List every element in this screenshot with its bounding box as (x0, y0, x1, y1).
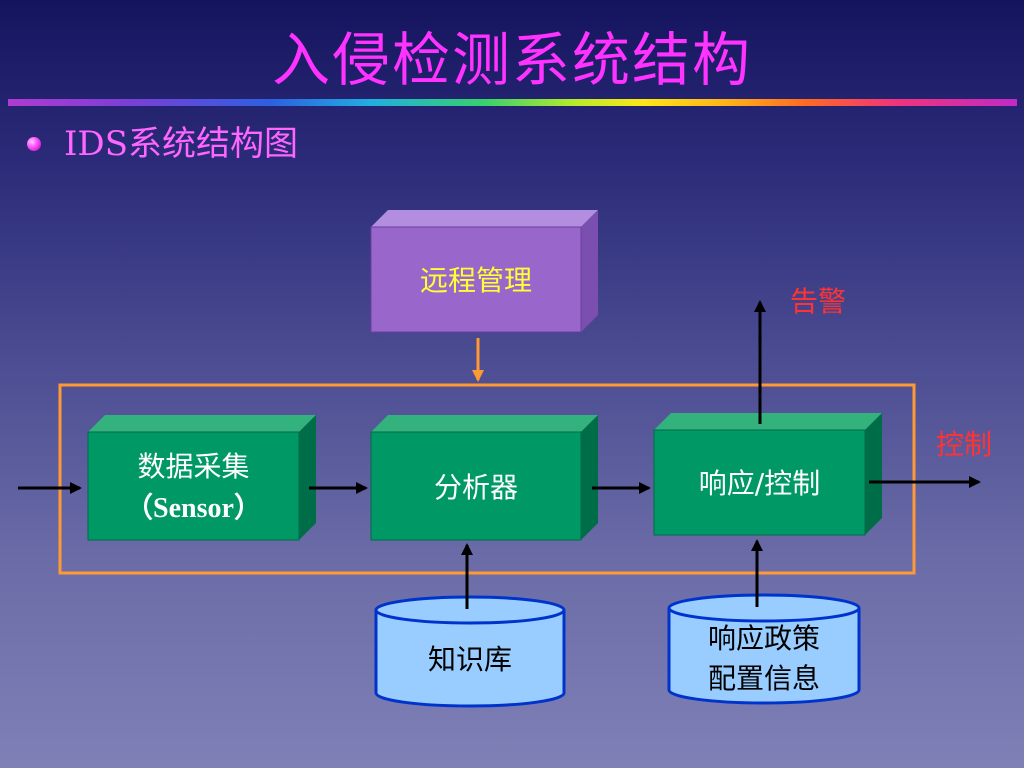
analyzer-box (370, 415, 598, 541)
data-collection-label: 数据采集 (137, 450, 250, 483)
policy-config-label-line1: 响应政策 (707, 622, 820, 655)
remote-management-label: 远程管理 (419, 264, 532, 297)
policy-config-label-line2: 配置信息 (707, 662, 820, 695)
policy-config-cylinder (667, 593, 861, 705)
sensor-label: （Sensor） (125, 493, 262, 524)
ids-frame (58, 383, 916, 575)
knowledge-base-label: 知识库 (427, 643, 512, 676)
alarm-label: 告警 (789, 285, 846, 318)
knowledge-base-cylinder (374, 595, 566, 708)
response-control-box (653, 413, 882, 536)
control-label: 控制 (935, 428, 992, 461)
analyzer-label: 分析器 (433, 471, 518, 504)
remote-management-box (370, 210, 598, 333)
rainbow-divider (8, 99, 1017, 106)
data-collection-box (87, 415, 316, 541)
bullet-icon (27, 137, 41, 151)
response-control-label: 响应/控制 (698, 467, 821, 500)
slide-title: 入侵检测系统结构 (271, 26, 752, 94)
bullet-text: IDS系统结构图 (64, 124, 298, 164)
